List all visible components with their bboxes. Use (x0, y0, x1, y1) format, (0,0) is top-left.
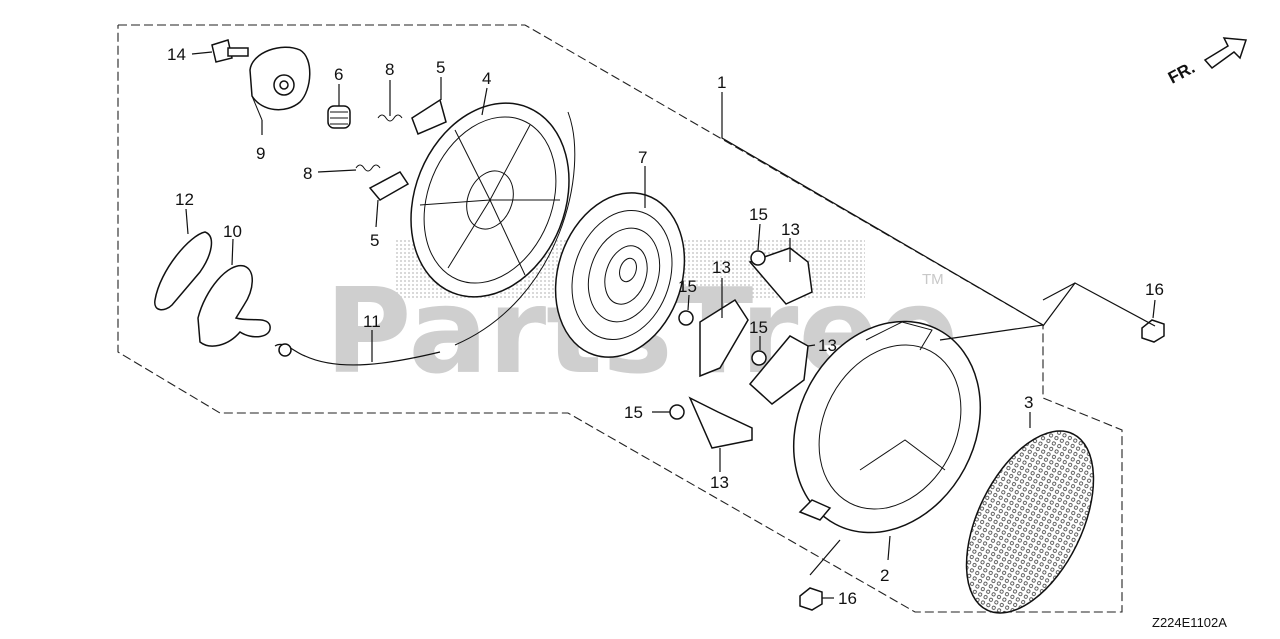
callout-6: 6 (334, 65, 343, 84)
reel-part-4 (410, 102, 576, 346)
callout-7: 7 (638, 148, 647, 167)
callout-2: 2 (880, 566, 889, 585)
friction-plate-part-13-c (748, 335, 809, 405)
callout-8-lower: 8 (303, 164, 312, 183)
callout-13-b: 13 (712, 258, 731, 277)
spring-part-8-lower (355, 164, 381, 172)
callout-16-bottom: 16 (838, 589, 857, 608)
callout-16-right: 16 (1145, 280, 1164, 299)
callout-14: 14 (167, 45, 186, 64)
spring-part-6 (327, 105, 351, 129)
handle-grip-part-12 (154, 231, 213, 311)
callout-5-lower: 5 (370, 231, 379, 250)
washer-part-15-c (751, 350, 767, 366)
callout-13-c: 13 (818, 336, 837, 355)
recoil-spring-part-7 (554, 192, 686, 358)
ratchet-part-5-lower (368, 171, 410, 201)
nut-part-16-bottom (799, 587, 823, 611)
callout-labels: 14 9 6 8 5 4 8 5 12 10 11 7 1 15 13 13 1… (167, 45, 1164, 608)
front-direction-indicator: FR. (1165, 37, 1248, 88)
callout-15-a: 15 (749, 205, 768, 224)
callout-13-a: 13 (781, 220, 800, 239)
washer-part-15-a (750, 250, 766, 266)
bolt-part-14 (211, 39, 249, 63)
washer-part-15-d (669, 404, 685, 420)
callout-5-upper: 5 (436, 58, 445, 77)
ratchet-plate-part-9 (249, 46, 311, 121)
washer-part-15-b (678, 310, 694, 326)
friction-plate-part-13-d (688, 396, 753, 449)
drawing-code: Z224E1102A (1152, 615, 1227, 630)
callout-9: 9 (256, 144, 265, 163)
friction-plate-part-13-a (748, 247, 813, 305)
direction-arrow-icon (1203, 37, 1248, 70)
friction-plate-part-13-b (699, 298, 749, 378)
housing-part-2 (792, 320, 982, 534)
callout-11: 11 (363, 312, 381, 331)
callout-8-upper: 8 (385, 60, 394, 79)
callout-3: 3 (1024, 393, 1033, 412)
callout-4: 4 (482, 69, 491, 88)
ratchet-part-5-upper (411, 98, 447, 135)
callout-1: 1 (717, 73, 726, 92)
callout-13-d: 13 (710, 473, 729, 492)
nut-part-16-right (1141, 319, 1165, 343)
callout-15-c: 15 (749, 318, 768, 337)
handle-part-10 (197, 264, 271, 347)
callout-12: 12 (175, 190, 194, 209)
leader-lines (185, 51, 1156, 599)
callout-15-b: 15 (678, 277, 697, 296)
callout-15-d: 15 (624, 403, 643, 422)
screen-part-3 (965, 430, 1095, 614)
trademark-text: TM (922, 271, 944, 288)
callout-10: 10 (223, 222, 242, 241)
direction-label: FR. (1165, 58, 1198, 88)
spring-part-8-upper (377, 114, 403, 122)
